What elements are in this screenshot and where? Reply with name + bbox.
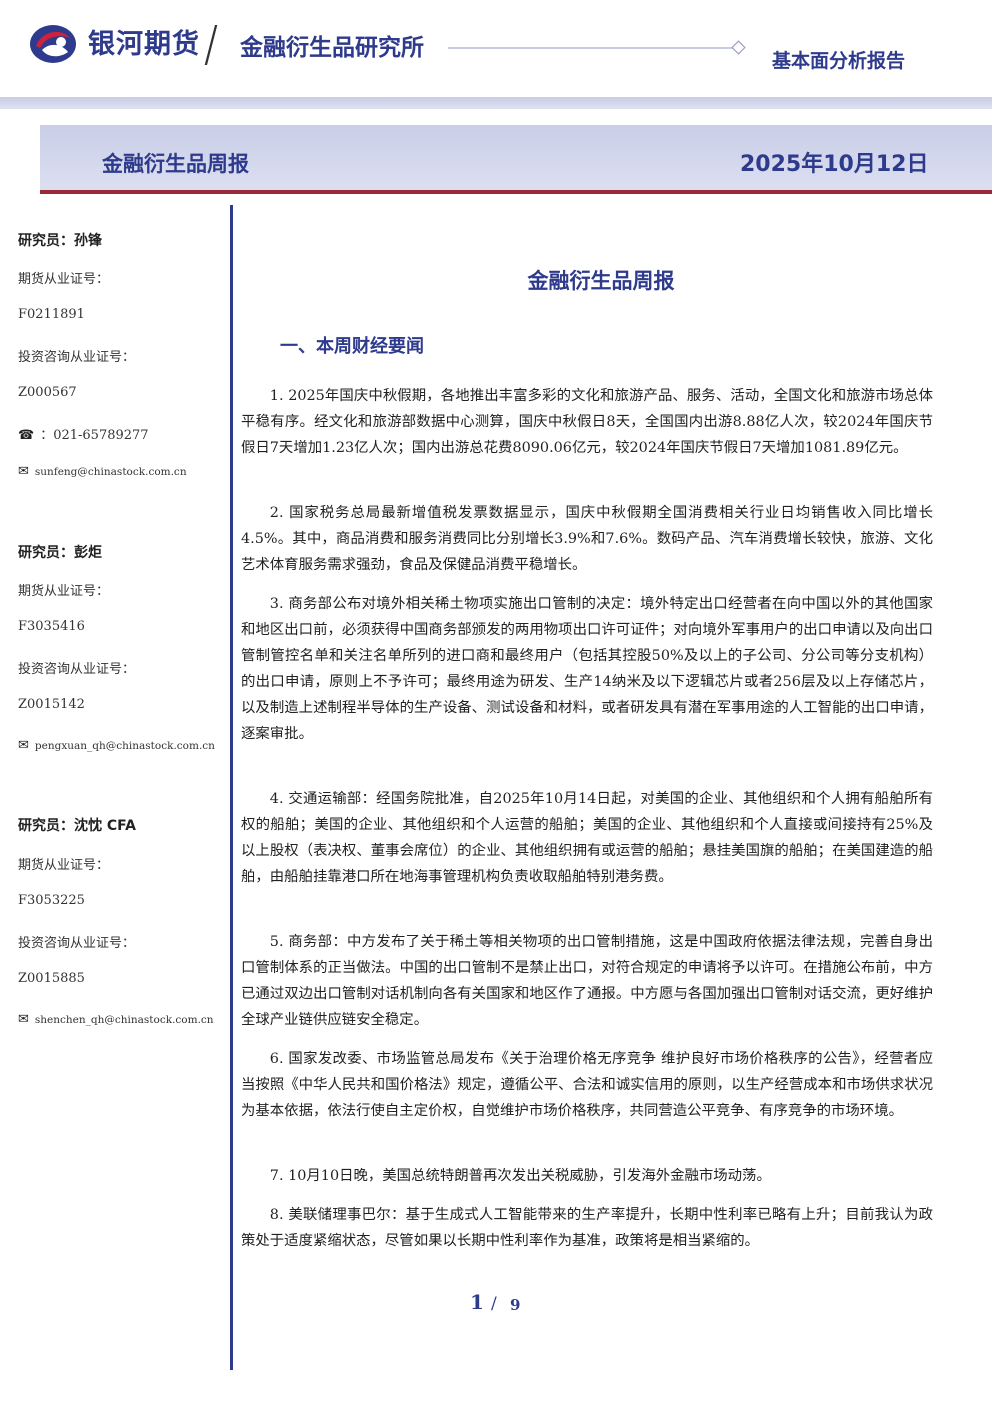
section-heading: 一、本周财经要闻 (280, 336, 424, 357)
analyst-email: ✉ sunfeng@chinastock.com.cn (18, 464, 187, 479)
analyst-phone: ☎ ：021-65789277 (18, 424, 149, 443)
news-item: 4. 交通运输部：经国务院批准，自2025年10月14日起，对美国的企业、其他组… (241, 791, 933, 885)
news-item: 5. 商务部：中方发布了关于稀土等相关物项的出口管制措施，这是中国政府依据法律法… (241, 934, 933, 1028)
mail-icon: ✉ (18, 1012, 29, 1027)
consult-license-label: 投资咨询从业证号： (18, 662, 136, 677)
banner-date: 2025年10月12日 (740, 152, 929, 177)
futures-license-label: 期货从业证号： (18, 272, 110, 287)
mail-icon: ✉ (18, 738, 29, 753)
futures-license-id: F0211891 (18, 307, 85, 322)
news-item: 8. 美联储理事巴尔：基于生成式人工智能带来的生产率提升，长期中性利率已略有上升… (241, 1207, 933, 1249)
consult-license-id: Z0015142 (18, 697, 85, 712)
report-type: 基本面分析报告 (772, 50, 906, 72)
title-banner-rule (40, 190, 992, 194)
title-banner (40, 125, 992, 193)
futures-license-label: 期货从业证号： (18, 858, 110, 873)
column-divider (230, 205, 233, 1370)
news-item: 7. 10月10日晚，美国总统特朗普再次发出关税威胁，引发海外金融市场动荡。 (269, 1168, 771, 1184)
futures-license-label: 期货从业证号： (18, 584, 110, 599)
institute-name: 金融衍生品研究所 (240, 35, 424, 61)
page-number-total: 9 (510, 1296, 521, 1314)
consult-license-id: Z000567 (18, 385, 77, 400)
consult-license-label: 投资咨询从业证号： (18, 936, 136, 951)
analyst-name: 研究员：彭炬 (18, 545, 102, 561)
futures-license-id: F3035416 (18, 619, 85, 634)
mail-icon: ✉ (18, 464, 29, 479)
brand-name: 银河期货 (88, 29, 200, 60)
email-address[interactable]: sunfeng@chinastock.com.cn (34, 466, 187, 478)
header-band (0, 97, 992, 109)
email-address[interactable]: shenchen_qh@chinastock.com.cn (34, 1014, 214, 1026)
news-item: 1. 2025年国庆中秋假期，各地推出丰富多彩的文化和旅游产品、服务、活动，全国… (241, 388, 933, 456)
analyst-email: ✉ shenchen_qh@chinastock.com.cn (18, 1012, 214, 1027)
banner-title: 金融衍生品周报 (102, 152, 249, 176)
analyst-name: 研究员：沈忱 CFA (18, 818, 136, 834)
header-slash (204, 24, 218, 66)
header-decor-line (448, 40, 746, 55)
consult-license-id: Z0015885 (18, 971, 85, 986)
news-item: 6. 国家发改委、市场监管总局发布《关于治理价格无序竞争 维护良好市场价格秩序的… (241, 1051, 933, 1119)
email-address[interactable]: pengxuan_qh@chinastock.com.cn (34, 740, 215, 752)
page-number-current: 1 (470, 1290, 484, 1314)
phone-number: ：021-65789277 (40, 428, 149, 443)
phone-icon: ☎ (18, 428, 35, 443)
consult-license-label: 投资咨询从业证号： (18, 350, 136, 365)
yinhe-logo-icon (30, 25, 76, 63)
document-title: 金融衍生品周报 (527, 269, 675, 293)
news-item: 3. 商务部公布对境外相关稀土物项实施出口管制的决定：境外特定出口经营者在向中国… (241, 596, 933, 742)
analyst-email: ✉ pengxuan_qh@chinastock.com.cn (18, 738, 215, 753)
analyst-name: 研究员：孙锋 (18, 233, 102, 249)
news-item: 2. 国家税务总局最新增值税发票数据显示，国庆中秋假期全国消费相关行业日均销售收… (241, 505, 933, 573)
page-number-separator: / (491, 1294, 497, 1314)
futures-license-id: F3053225 (18, 893, 85, 908)
